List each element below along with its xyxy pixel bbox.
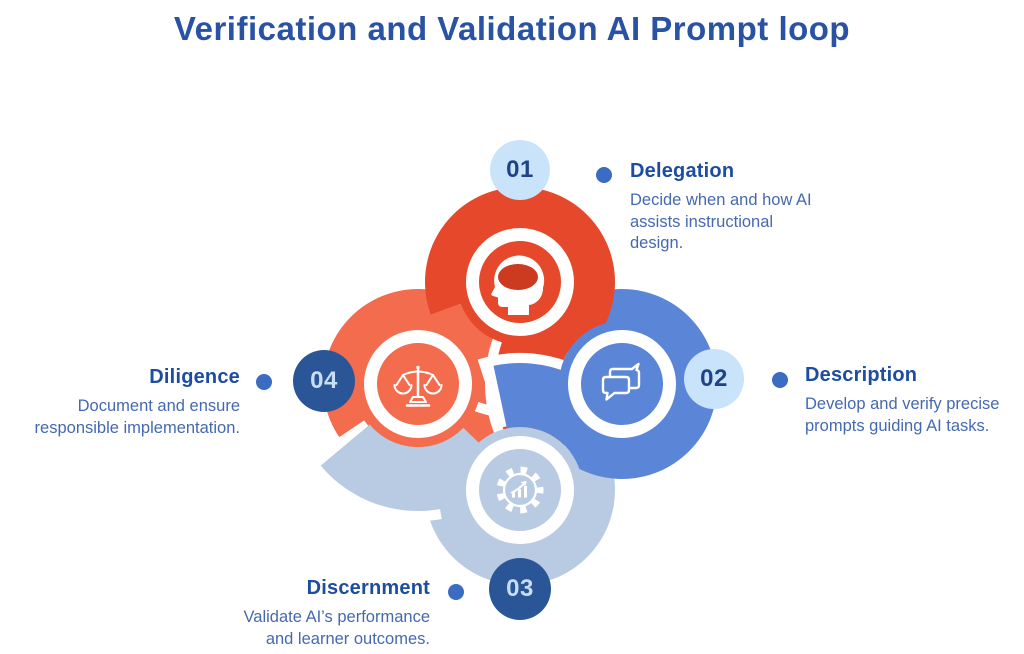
step-description-label: Description Develop and verify precise p… <box>805 364 999 437</box>
page-title: Verification and Validation AI Prompt lo… <box>173 10 851 47</box>
diligence-heading: Diligence <box>149 366 240 388</box>
delegation-heading: Delegation <box>630 160 735 182</box>
description-desc-line: Develop and verify precise <box>805 395 1000 413</box>
badge-01: 01 <box>490 140 550 200</box>
badge-03-number: 03 <box>506 575 534 602</box>
discernment-desc-line: and learner outcomes. <box>265 629 430 648</box>
balance-scales-icon <box>393 365 443 407</box>
step-discernment-label: Discernment Validate AI’s performance an… <box>244 577 431 650</box>
badge-02-number: 02 <box>700 365 728 392</box>
discernment-desc-line: Validate AI’s performance <box>243 608 431 626</box>
badge-04-number: 04 <box>310 367 338 394</box>
diligence-desc-line: Document and ensure <box>77 397 240 415</box>
delegation-bullet-icon <box>596 167 612 183</box>
discernment-bullet-icon <box>448 584 464 600</box>
delegation-desc-line: design. <box>630 234 684 252</box>
description-desc-line: prompts guiding AI tasks. <box>805 416 990 435</box>
badge-03: 03 <box>489 558 551 620</box>
badge-04: 04 <box>293 350 355 412</box>
step-diligence-label: Diligence Document and ensure responsibl… <box>35 366 240 439</box>
diligence-desc-line: responsible implementation. <box>34 418 240 437</box>
delegation-desc-line: Decide when and how AI <box>630 191 812 209</box>
chat-bubbles-icon <box>601 362 641 401</box>
badge-02: 02 <box>684 349 744 409</box>
step-delegation-label: Delegation Decide when and how AI assist… <box>630 160 812 255</box>
gear-chart-icon <box>496 466 544 514</box>
description-heading: Description <box>805 364 918 386</box>
badge-01-number: 01 <box>506 156 534 183</box>
delegation-desc-line: assists instructional <box>630 212 774 231</box>
diligence-bullet-icon <box>256 374 272 390</box>
discernment-heading: Discernment <box>306 577 430 599</box>
description-bullet-icon <box>772 372 788 388</box>
head-brain-icon <box>491 255 545 315</box>
